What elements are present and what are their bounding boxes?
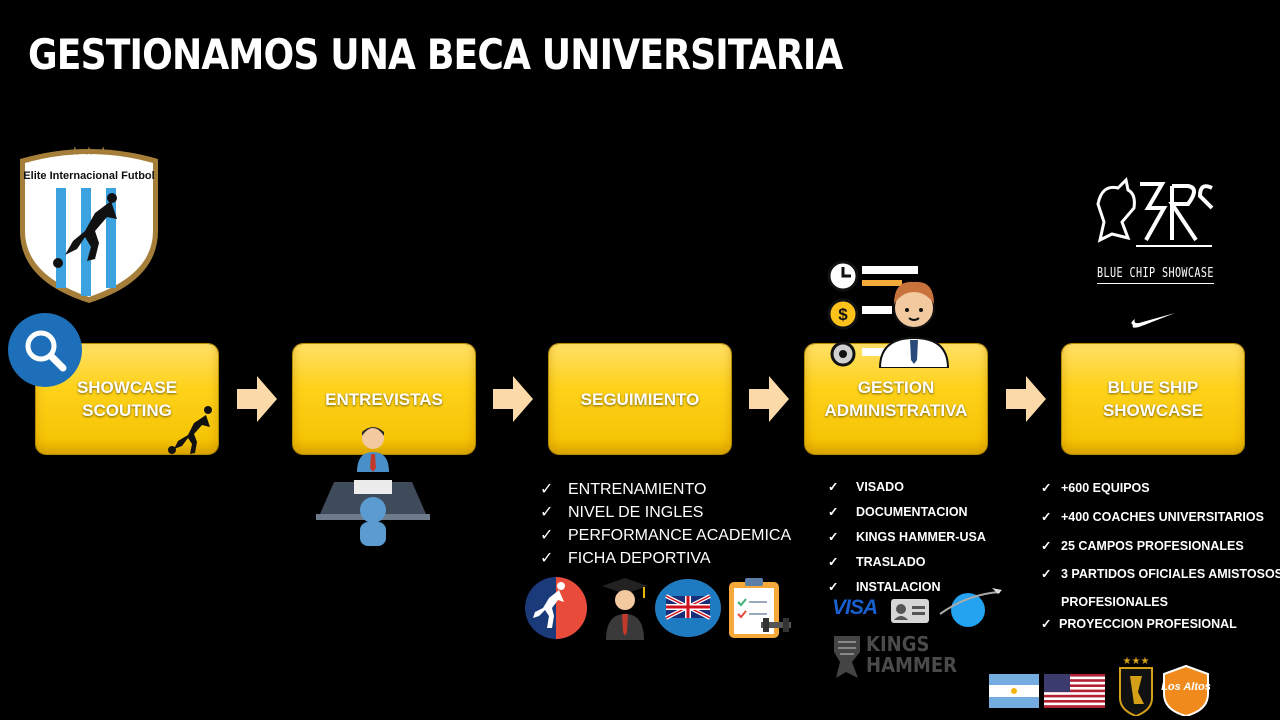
admin-person-icon: $ [827, 260, 950, 368]
usa-flag-icon [1044, 674, 1105, 708]
english-flag-icon [655, 579, 721, 637]
arrow-right-icon [1006, 376, 1046, 422]
elite-logo-text: Elite Internacional Futbol [23, 170, 154, 182]
check-icon: ✓ [828, 555, 839, 569]
plane-globe-icon [939, 588, 1002, 627]
graduate-icon [602, 578, 648, 640]
kings-text: KINGS [866, 632, 930, 656]
elite-logo: ★ ★ ★ Elite Internacional Futbol [20, 144, 158, 303]
clipboard-icon [729, 578, 791, 638]
list-item: ✓+600 EQUIPOS [1041, 474, 1280, 503]
los-altos-crest-icon: Los Altos [1161, 664, 1211, 716]
player-icon [168, 406, 212, 454]
step-label: SEGUIMIENTO [580, 389, 700, 409]
list-item: ✓3 PARTIDOS OFICIALES AMISTOSOS [1041, 561, 1280, 587]
step-seguimiento: SEGUIMIENTO [549, 344, 731, 454]
svg-text:★ ★ ★: ★ ★ ★ [70, 144, 109, 158]
blue-chip-text: BLUE CHIP SHOWCASE [1097, 266, 1214, 284]
nike-logo [1131, 313, 1175, 328]
seguimiento-list: ✓ENTRENAMIENTO ✓NIVEL DE INGLES ✓PERFORM… [540, 478, 791, 570]
arrow-right-icon [493, 376, 533, 422]
hammer-text: HAMMER [866, 653, 957, 677]
check-icon: ✓ [1041, 539, 1052, 553]
list-item: ✓PROYECCION PROFESIONAL [1041, 617, 1237, 631]
step-label: GESTION ADMINISTRATIVA [824, 378, 968, 420]
list-item: ✓KINGS HAMMER-USA [828, 525, 986, 550]
id-card-icon [891, 599, 929, 623]
interview-icon [316, 427, 430, 546]
step-label: SHOWCASE SCOUTING [76, 378, 178, 420]
arrow-right-icon [749, 376, 789, 422]
kings-hammer-text: KINGS HAMMER [866, 634, 957, 676]
list-item: ✓TRASLADO [828, 550, 986, 575]
list-item: ✓+400 COACHES UNIVERSITARIOS [1041, 503, 1280, 532]
check-icon: ✓ [540, 550, 554, 567]
search-icon [8, 313, 82, 387]
check-icon: ✓ [828, 505, 839, 519]
svg-text:Los Altos: Los Altos [1161, 681, 1211, 693]
showcase-list: ✓+600 EQUIPOS ✓+400 COACHES UNIVERSITARI… [1041, 474, 1280, 631]
arrow-right-icon [237, 376, 277, 422]
check-icon: ✓ [1041, 617, 1052, 631]
list-item: ✓VISADO [828, 475, 986, 500]
check-icon: ✓ [828, 480, 839, 494]
list-item: ✓FICHA DEPORTIVA [540, 547, 791, 570]
svg-text:$: $ [838, 305, 848, 324]
check-icon: ✓ [1041, 510, 1052, 524]
blue-chip-logo [1096, 176, 1214, 247]
svg-text:★★★: ★★★ [1123, 656, 1150, 667]
soccer-ball-icon [525, 577, 587, 639]
check-icon: ✓ [540, 527, 554, 544]
page-title: GESTIONAMOS UNA BECA UNIVERSITARIA [28, 30, 843, 79]
check-icon: ✓ [1041, 567, 1052, 581]
list-item: ✓PERFORMANCE ACADEMICA [540, 524, 791, 547]
step-label: BLUE SHIP SHOWCASE [1102, 378, 1204, 420]
list-item: ✓DOCUMENTACION [828, 500, 986, 525]
list-item: ✓NIVEL DE INGLES [540, 501, 791, 524]
check-icon: ✓ [828, 580, 839, 594]
list-item: ✓ENTRENAMIENTO [540, 478, 791, 501]
check-icon: ✓ [540, 481, 554, 498]
visa-logo: VISA [832, 596, 878, 619]
list-item: ✓25 CAMPOS PROFESIONALES [1041, 532, 1280, 561]
step-label: ENTREVISTAS [325, 389, 443, 409]
argentina-flag-icon [989, 674, 1039, 708]
kings-hammer-logo [834, 636, 860, 678]
check-icon: ✓ [540, 504, 554, 521]
gestion-list: ✓VISADO ✓DOCUMENTACION ✓KINGS HAMMER-USA… [828, 475, 986, 600]
step-blue-ship-showcase: BLUE SHIP SHOWCASE [1062, 344, 1244, 454]
list-item: PROFESIONALES [1061, 595, 1168, 609]
check-icon: ✓ [1041, 481, 1052, 495]
check-icon: ✓ [828, 530, 839, 544]
club-crest-icon: ★★★ [1119, 656, 1153, 716]
list-item: ✓INSTALACION [828, 575, 986, 600]
